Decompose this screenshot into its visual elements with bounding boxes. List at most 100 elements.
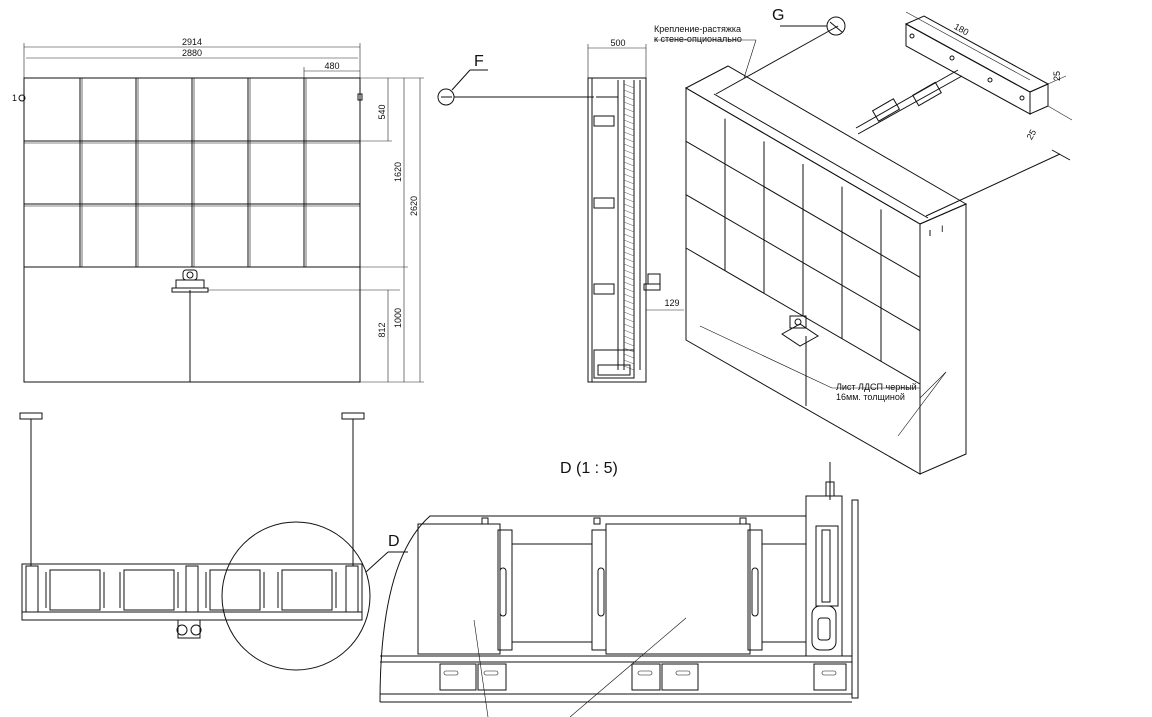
dim-overall-width: 2914 [182,37,202,47]
iso-camera-mount [781,315,819,347]
wall-bracket-detail: 180 25 25 [855,11,1073,142]
rail-hatch [623,143,635,149]
callout-f-label: F [474,53,484,70]
rail-hatch [623,353,635,359]
dim-depth: 500 [610,38,625,48]
callout-g-label: G [772,7,784,24]
detail-view-title: D (1 : 5) [560,460,618,477]
rail-hatch [623,161,635,167]
rail-hatch [623,251,635,257]
rail-hatch [623,323,635,329]
note-wall-mount-line-1: Крепление-растяжка [654,24,741,34]
rail-hatch [623,293,635,299]
side-rail-pattern [623,83,635,371]
top-post [185,565,199,613]
iso-view: I Лист ЛДСП черный 16мм. толщиной G Креп… [654,7,1073,475]
rail-hatch [623,167,635,173]
detail-view: D (1 : 5) [379,460,859,717]
rail-hatch [623,287,635,293]
rail-hatch [623,275,635,281]
rail-hatch [623,227,635,233]
rail-hatch [623,95,635,101]
detail-boundary [379,515,806,703]
iso-grid-horizontal [685,140,921,278]
dim-panel-width: 2880 [182,48,202,58]
dim-bracket-length: 180 [952,21,970,37]
iso-screen-grid [685,118,921,385]
rail-hatch [623,107,635,113]
rail-hatch [623,263,635,269]
top-view: D [19,412,408,671]
rail-hatch [623,281,635,287]
top-modules [25,565,359,613]
dim-total-height: 2620 [409,196,419,216]
rail-hatch [623,125,635,131]
top-module [49,569,101,611]
note-panel-line-2: 16мм. толщиной [836,392,905,402]
camera-mount-front [171,269,209,293]
rail-hatch [623,179,635,185]
rail-hatch [623,89,635,95]
dim-top-tile: 540 [377,104,387,119]
rail-hatch [623,341,635,347]
top-module [281,569,333,611]
front-view: 1 2914 2880 480 540 1620 2620 1000 812 [12,37,424,383]
rail-hatch [623,365,635,371]
note-panel-line-1: Лист ЛДСП черный [836,382,917,392]
left-marker-label: 1 [12,93,17,103]
iso-grid-horizontal [685,194,921,332]
rail-hatch [623,197,635,203]
callout-g: G [772,7,846,36]
rail-hatch [623,257,635,263]
rail-hatch [623,245,635,251]
rail-hatch [623,359,635,365]
rail-hatch [623,191,635,197]
rail-hatch [623,317,635,323]
rail-hatch [623,311,635,317]
rail-hatch [623,113,635,119]
screen-grid [24,78,360,268]
rail-hatch [623,119,635,125]
dim-bracket-height: 25 [1052,71,1062,81]
iso-panel-label: I [941,224,944,234]
rail-hatch [623,299,635,305]
top-post [345,565,359,613]
rail-hatch [623,209,635,215]
rail-hatch [623,137,635,143]
top-module [123,569,175,611]
iso-top-face [684,65,968,225]
dim-screen-height: 1620 [393,162,403,182]
dim-right-offset: 480 [324,61,339,71]
rail-hatch [623,83,635,89]
dim-mount-height: 812 [377,322,387,337]
side-view: 129 500 [587,38,684,383]
rail-hatch [623,215,635,221]
top-module [209,569,261,611]
dim-bracket-depth: 25 [1025,128,1039,142]
rail-hatch [623,335,635,341]
rail-hatch [623,155,635,161]
rail-hatch [623,101,635,107]
dim-bottom-height: 1000 [393,308,403,328]
rail-hatch [623,173,635,179]
dim-bracket: 129 [664,298,679,308]
rail-hatch [623,233,635,239]
callout-f: F [437,53,594,106]
iso-side-face [919,203,967,475]
rail-hatch [623,269,635,275]
rail-hatch [623,131,635,137]
detail-circle [221,521,371,671]
rail-hatch [623,329,635,335]
rail-hatch [623,239,635,245]
callout-d-label: D [388,533,400,550]
rail-hatch [623,149,635,155]
rail-hatch [623,185,635,191]
camera-mount-side [643,273,661,310]
note-wall-mount-line-2: к стене-опционально [654,34,742,44]
rail-hatch [623,221,635,227]
left-marker [18,94,26,102]
top-post [25,565,39,613]
rail-hatch [623,203,635,209]
rail-hatch [623,305,635,311]
